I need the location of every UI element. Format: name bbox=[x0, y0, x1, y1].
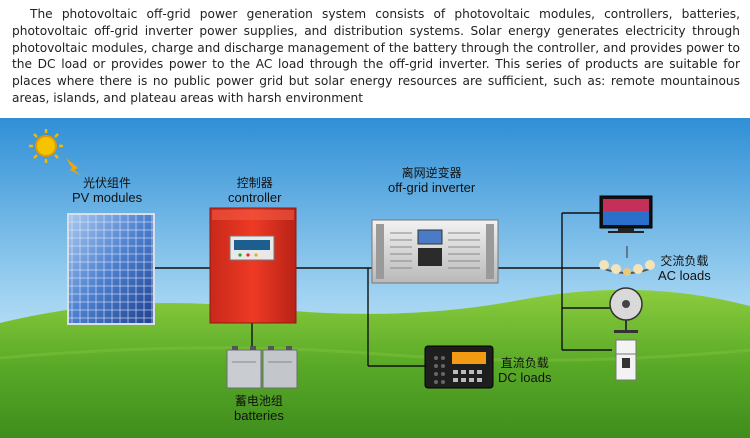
dc-radio-icon bbox=[424, 345, 494, 389]
sun-icon bbox=[29, 129, 63, 163]
controller-label-en: controller bbox=[228, 190, 282, 205]
inverter-label-en: off-grid inverter bbox=[388, 180, 476, 195]
battery-icon bbox=[226, 346, 298, 389]
system-diagram: 光伏组件 PV modules 控制器 controller 离网逆变器 off… bbox=[0, 118, 750, 438]
ac-loads-label-en: AC loads bbox=[658, 268, 711, 283]
controller-label-zh: 控制器 bbox=[236, 176, 273, 190]
inverter-label: 离网逆变器 off-grid inverter bbox=[388, 166, 475, 195]
description-text: The photovoltaic off-grid power generati… bbox=[12, 7, 740, 105]
pv-modules-label: 光伏组件 PV modules bbox=[72, 176, 142, 205]
batteries-label: 蓄电池组 batteries bbox=[234, 394, 284, 423]
fan-icon bbox=[609, 287, 643, 333]
controller-label: 控制器 controller bbox=[228, 176, 281, 205]
diagram-canvas bbox=[0, 118, 750, 438]
batteries-label-zh: 蓄电池组 bbox=[234, 394, 283, 408]
sunlight-arrow-icon bbox=[66, 158, 82, 176]
ac-loads-label: 交流负载 AC loads bbox=[658, 254, 711, 283]
inverter-icon bbox=[371, 219, 499, 284]
ac-loads-label-zh: 交流负载 bbox=[660, 254, 709, 268]
dc-loads-label-en: DC loads bbox=[498, 370, 552, 385]
batteries-label-en: batteries bbox=[234, 408, 284, 423]
chandelier-icon bbox=[599, 246, 655, 276]
tv-icon bbox=[599, 195, 653, 233]
dc-loads-label-zh: 直流负载 bbox=[500, 356, 549, 370]
pv-modules-label-en: PV modules bbox=[72, 190, 143, 205]
dc-loads-label: 直流负载 DC loads bbox=[498, 356, 551, 385]
controller-icon bbox=[209, 207, 297, 324]
connection-wires bbox=[155, 212, 612, 367]
pv-modules-label-zh: 光伏组件 bbox=[83, 176, 132, 190]
refrigerator-icon bbox=[615, 339, 637, 381]
inverter-label-zh: 离网逆变器 bbox=[401, 166, 462, 180]
pv-panel-icon bbox=[67, 213, 155, 325]
